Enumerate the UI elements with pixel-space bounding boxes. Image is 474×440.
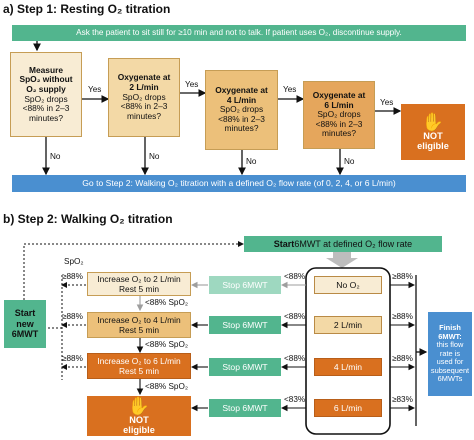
start-6mwt-text: 6MWT at defined O₂ flow rate	[294, 239, 413, 249]
ge88-right-1: ≥88%	[392, 272, 413, 281]
step1-instruction-bar: Ask the patient to sit still for ≥10 min…	[12, 25, 466, 41]
flow-no-o2: No O₂	[314, 276, 382, 294]
measure-question1: SpO₂ drops	[24, 93, 68, 104]
oxygenate-2-q1: SpO₂ drops	[122, 91, 166, 102]
finish-line6: subsequent	[430, 365, 470, 375]
measure-line2: SpO₂ without	[19, 74, 73, 85]
stop-6mwt-2: Stop 6MWT	[209, 316, 281, 334]
hand-stop-icon: ✋	[127, 395, 151, 416]
not-eligible-box-step2: ✋ NOT eligible	[87, 396, 191, 436]
increase-6-box: Increase O₂ to 6 L/min Rest 5 min	[87, 353, 191, 379]
no-label-2: No	[149, 152, 160, 161]
lt88-label-3: <88%	[284, 354, 306, 363]
measure-question2: <88% in 2–3	[22, 103, 70, 114]
flow-2-lmin: 2 L/min	[314, 316, 382, 334]
yes-label-4: Yes	[380, 98, 394, 107]
not-eligible-box-step1: ✋ NOT eligible	[401, 104, 465, 160]
increase-2-line1: Increase O₂ to 2 L/min	[97, 273, 181, 284]
increase-4-line2: Rest 5 min	[118, 325, 160, 335]
finish-line4: rate is	[439, 348, 461, 358]
step1-title: a) Step 1: Resting O₂ titration	[3, 2, 171, 16]
oxygenate-4-q1: SpO₂ drops	[219, 104, 264, 115]
lt83-label: <83%	[284, 395, 306, 404]
not-eligible-line1: NOT	[423, 130, 443, 141]
flow-4-lmin: 4 L/min	[314, 358, 382, 376]
increase-2-box: Increase O₂ to 2 L/min Rest 5 min	[87, 272, 191, 296]
oxygenate-4-q3: minutes?	[224, 123, 259, 134]
ge83-right: ≥83%	[392, 395, 413, 404]
yes-label-1: Yes	[88, 85, 102, 94]
oxygenate-6-q2: <88% in 2–3	[315, 118, 363, 129]
lt88-label-1: <88%	[284, 272, 306, 281]
lt88-label-2: <88%	[284, 312, 306, 321]
measure-question3: minutes?	[29, 112, 63, 123]
measure-line3: O₂ supply	[26, 83, 66, 94]
ge88-left-2: ≥88%	[62, 312, 83, 321]
increase-2-line2: Rest 5 min	[118, 284, 160, 294]
oxygenate-2-head1: Oxygenate at	[117, 72, 171, 83]
step2-title: b) Step 2: Walking O₂ titration	[3, 212, 173, 226]
spo2-header-label: SpO₂	[64, 257, 84, 266]
lt88-spo2-label-3: <88% SpO₂	[145, 382, 189, 391]
finish-line3: this flow	[436, 340, 464, 350]
oxygenate-6-head2: 6 L/min	[324, 99, 354, 110]
no-label-1: No	[50, 152, 61, 161]
increase-4-line1: Increase O₂ to 4 L/min	[97, 314, 181, 325]
no-label-4: No	[344, 157, 355, 166]
stop-6mwt-3: Stop 6MWT	[209, 358, 281, 376]
oxygenate-4-q2: <88% in 2–3	[218, 113, 265, 124]
start-6mwt-bar: Start 6MWT at defined O₂ flow rate	[244, 236, 442, 252]
yes-label-3: Yes	[283, 85, 297, 94]
start-new-line2: new	[16, 318, 34, 329]
increase-4-box: Increase O₂ to 4 L/min Rest 5 min	[87, 312, 191, 338]
finish-line1: Finish	[439, 323, 461, 333]
start-new-line1: Start	[14, 308, 36, 319]
oxygenate-4-box: Oxygenate at 4 L/min SpO₂ drops <88% in …	[205, 70, 278, 150]
finish-line7: 6MWTs	[437, 374, 463, 384]
not-eligible-line2: eligible	[417, 141, 449, 151]
flow-6-lmin: 6 L/min	[314, 399, 382, 417]
oxygenate-2-q3: minutes?	[127, 110, 161, 121]
oxygenate-6-head1: Oxygenate at	[312, 89, 366, 100]
finish-line2: 6MWT:	[438, 331, 462, 341]
goto-step2-bar: Go to Step 2: Walking O₂ titration with …	[12, 175, 466, 192]
start-6mwt-bold: Start	[273, 239, 295, 249]
ge88-left-3: ≥88%	[62, 354, 83, 363]
not-eligible2-line1: NOT	[129, 414, 149, 425]
hand-stop-icon: ✋	[421, 111, 445, 132]
start-new-line3: 6MWT	[11, 329, 39, 340]
increase-6-line1: Increase O₂ to 6 L/min	[97, 355, 181, 366]
stop-6mwt-4: Stop 6MWT	[209, 399, 281, 417]
oxygenate-2-head2: 2 L/min	[129, 82, 159, 93]
start-new-6mwt-box: Start new 6MWT	[4, 300, 46, 348]
finish-6mwt-box: Finish 6MWT: this flow rate is used for …	[428, 312, 472, 396]
oxygenate-6-q1: SpO₂ drops	[317, 109, 361, 120]
oxygenate-6-box: Oxygenate at 6 L/min SpO₂ drops <88% in …	[303, 81, 375, 149]
ge88-left-1: ≥88%	[62, 272, 83, 281]
measure-spo2-box: Measure SpO₂ without O₂ supply SpO₂ drop…	[10, 52, 82, 137]
yes-label-2: Yes	[185, 80, 199, 89]
ge88-right-3: ≥88%	[392, 354, 413, 363]
oxygenate-2-q2: <88% in 2–3	[120, 101, 168, 112]
no-label-3: No	[246, 157, 257, 166]
oxygenate-2-box: Oxygenate at 2 L/min SpO₂ drops <88% in …	[108, 58, 180, 137]
ge88-right-2: ≥88%	[392, 312, 413, 321]
oxygenate-6-q3: minutes?	[322, 128, 356, 139]
oxygenate-4-head1: Oxygenate at	[215, 84, 268, 95]
lt88-spo2-label-1: <88% SpO₂	[145, 298, 189, 307]
increase-6-line2: Rest 5 min	[118, 366, 160, 376]
stop-6mwt-1: Stop 6MWT	[209, 276, 281, 294]
oxygenate-4-head2: 4 L/min	[226, 94, 257, 105]
lt88-spo2-label-2: <88% SpO₂	[145, 340, 189, 349]
measure-line1: Measure	[29, 64, 63, 75]
finish-line5: used for	[436, 357, 464, 367]
not-eligible2-line2: eligible	[123, 425, 155, 435]
